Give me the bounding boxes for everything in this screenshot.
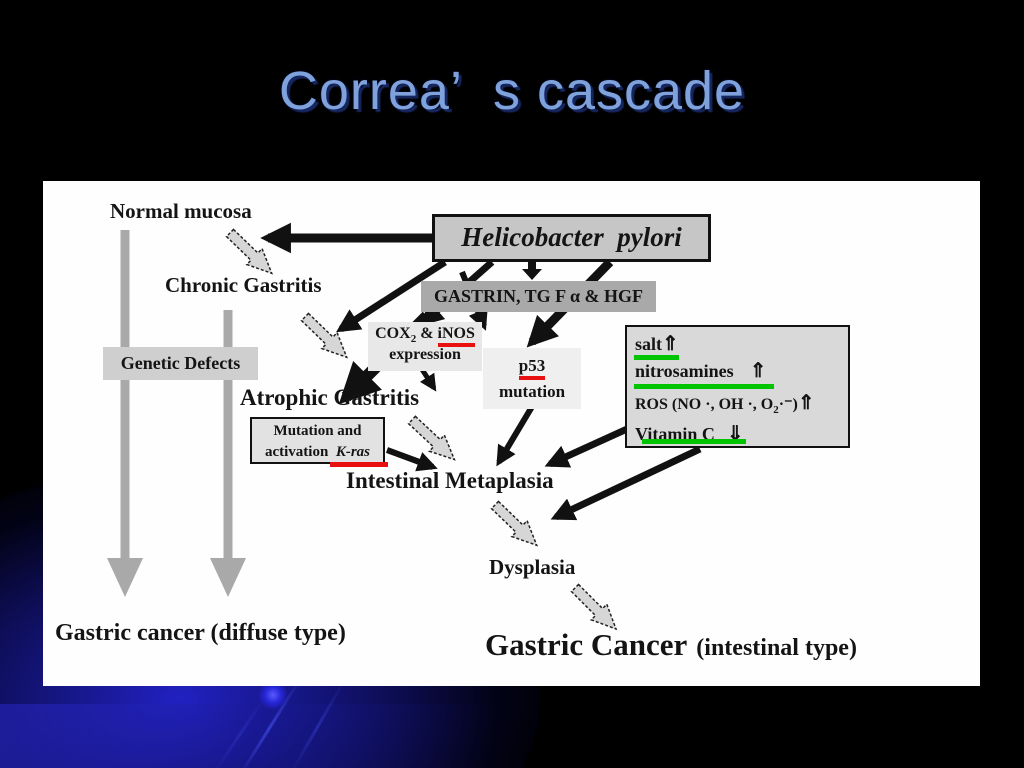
step-arrow-intestinal-to-dysplasia	[486, 496, 546, 554]
genetic-defects-box: Genetic Defects	[103, 347, 258, 380]
cox-line2: expression	[389, 345, 461, 363]
gray-progression-arrow-left	[107, 230, 143, 597]
helicobacter-pylori-box: Helicobacter pylori	[432, 214, 711, 262]
kras-red-underline	[330, 462, 388, 467]
gastric-cancer-sub: (intestinal type)	[696, 635, 857, 661]
cox-line1: COX2 & iNOS	[375, 325, 475, 347]
salt-factors-box: salt⇑ nitrosamines⇑ ROS (NO ·, OH ·, O2·…	[625, 325, 850, 448]
arrow-hpylori-to-gastrin	[522, 262, 542, 280]
kras-line2: activation K-ras	[264, 444, 370, 461]
arrow-saltbox-to-dysplasia	[550, 445, 702, 521]
stage-chronic-gastritis: Chronic Gastritis	[165, 273, 322, 297]
kras-mutation-box: Mutation and activation K-ras	[250, 417, 385, 464]
up-arrow-icon: ⇑	[749, 360, 767, 382]
p53-line1: p53	[483, 356, 581, 380]
p53-line2: mutation	[498, 381, 566, 401]
stage-gastric-cancer-intestinal: Gastric Cancer (intestinal type)	[485, 629, 857, 660]
p53-underlined: p53	[518, 356, 546, 380]
slide-title: Correa’ s cascade	[278, 61, 746, 121]
cox-inos-box: COX2 & iNOS expression	[368, 322, 482, 371]
arrow-kras-to-intestinal	[385, 447, 438, 472]
stage-dysplasia: Dysplasia	[489, 555, 576, 579]
vitamin-c-line: Vitamin C⇓	[635, 423, 744, 445]
ros-line: ROS (NO ·, OH ·, O2·⁻)⇑	[635, 392, 815, 417]
inos-underlined: iNOS	[437, 325, 475, 347]
stage-gastric-cancer-diffuse: Gastric cancer (diffuse type)	[55, 620, 346, 646]
arrow-hpylori-to-chronic	[335, 259, 447, 333]
gastric-cancer-main: Gastric Cancer	[485, 627, 688, 662]
stage-normal-mucosa: Normal mucosa	[110, 199, 252, 223]
nitrosamines-line: nitrosamines⇑	[635, 360, 767, 382]
blue-glow-strip	[0, 704, 640, 768]
arrow-saltbox-to-intestinal	[544, 425, 629, 468]
vitamin-green-underline	[642, 439, 746, 444]
up-arrow-icon: ⇑	[662, 333, 679, 355]
step-arrow-chronic-to-atrophic	[296, 308, 356, 366]
salt-line: salt⇑	[635, 333, 679, 355]
stage-intestinal-metaplasia: Intestinal Metaplasia	[346, 468, 554, 493]
stage-atrophic-gastritis: Atrophic Gastritis	[240, 385, 420, 410]
gastrin-tgf-hgf-box: GASTRIN, TG F α & HGF	[421, 281, 656, 312]
diagram-panel: Normal mucosa Chronic Gastritis Atrophic…	[43, 181, 980, 686]
kras-line1: Mutation and	[273, 423, 362, 439]
salt-green-underline	[634, 355, 679, 360]
arrow-p53-to-intestinal	[496, 403, 536, 467]
nitrosamines-green-underline	[634, 384, 774, 389]
p53-mutation-box: p53 mutation	[483, 348, 581, 409]
up-arrow-icon: ⇑	[797, 392, 815, 414]
kras-gene: K-ras	[335, 444, 370, 461]
